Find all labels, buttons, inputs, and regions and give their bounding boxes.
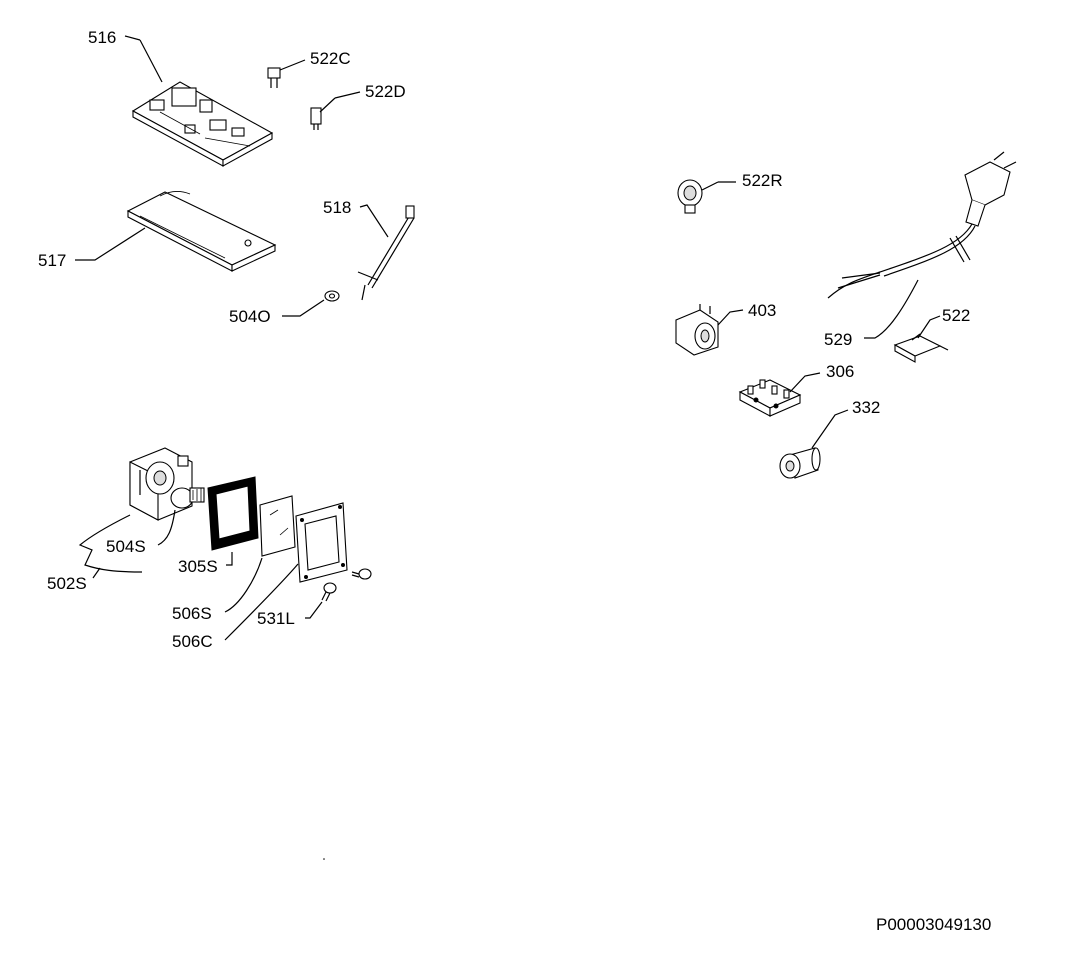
label-305S: 305S [178,557,218,576]
part-531L-screw-b [351,568,372,580]
leader-516 [124,35,141,41]
label-332: 332 [852,398,880,417]
part-504O-washer [324,290,340,302]
part-506C-cover-frame [295,502,348,583]
part-403-solenoid [675,304,719,356]
label-531L: 531L [257,609,295,628]
stray-dot [323,858,325,860]
diagram-code: P00003049130 [876,915,991,934]
leader-504O [282,299,325,317]
label-506C: 506C [172,632,213,651]
leader-531L [305,601,323,619]
part-305S-gasket [207,476,259,551]
label-517: 517 [38,251,66,270]
label-403: 403 [748,301,776,320]
part-516-control-board [131,81,274,167]
part-522-switch [893,333,949,363]
leader-332 [811,409,849,449]
part-306-terminal-block [738,379,802,417]
part-506S-glass [259,495,296,557]
part-332-cylinder [779,447,821,479]
part-502S-lamp-housing [129,447,193,521]
label-522R: 522R [742,171,783,190]
label-306: 306 [826,362,854,381]
leader-506S [224,557,263,613]
label-504O: 504O [229,307,271,326]
leader-502S-brace [78,514,143,573]
part-531L-screw-a [321,582,337,602]
leader-518 [359,204,389,238]
leader-403 [717,309,744,326]
leader-306 [789,372,821,393]
leader-305S [226,552,233,566]
part-518-probe [357,205,415,301]
label-504S: 504S [106,537,146,556]
part-522D-switch [310,91,361,130]
label-522: 522 [942,306,970,325]
leader-529 [864,279,919,339]
label-522C: 522C [310,49,351,68]
part-517-panel [126,191,277,272]
leader-522 [917,315,941,339]
label-518: 518 [323,198,351,217]
leader-506C [224,563,299,641]
part-529-power-cord [827,151,1017,299]
part-522C-switch [267,59,306,88]
leader-504S [157,509,176,546]
label-516: 516 [88,28,116,47]
label-522D: 522D [365,82,406,101]
label-506S: 506S [172,604,212,623]
label-529: 529 [824,330,852,349]
part-522R-switch [677,179,736,214]
leader-517 [75,227,146,261]
label-502S: 502S [47,574,87,593]
part-504S-bulb [170,487,205,509]
